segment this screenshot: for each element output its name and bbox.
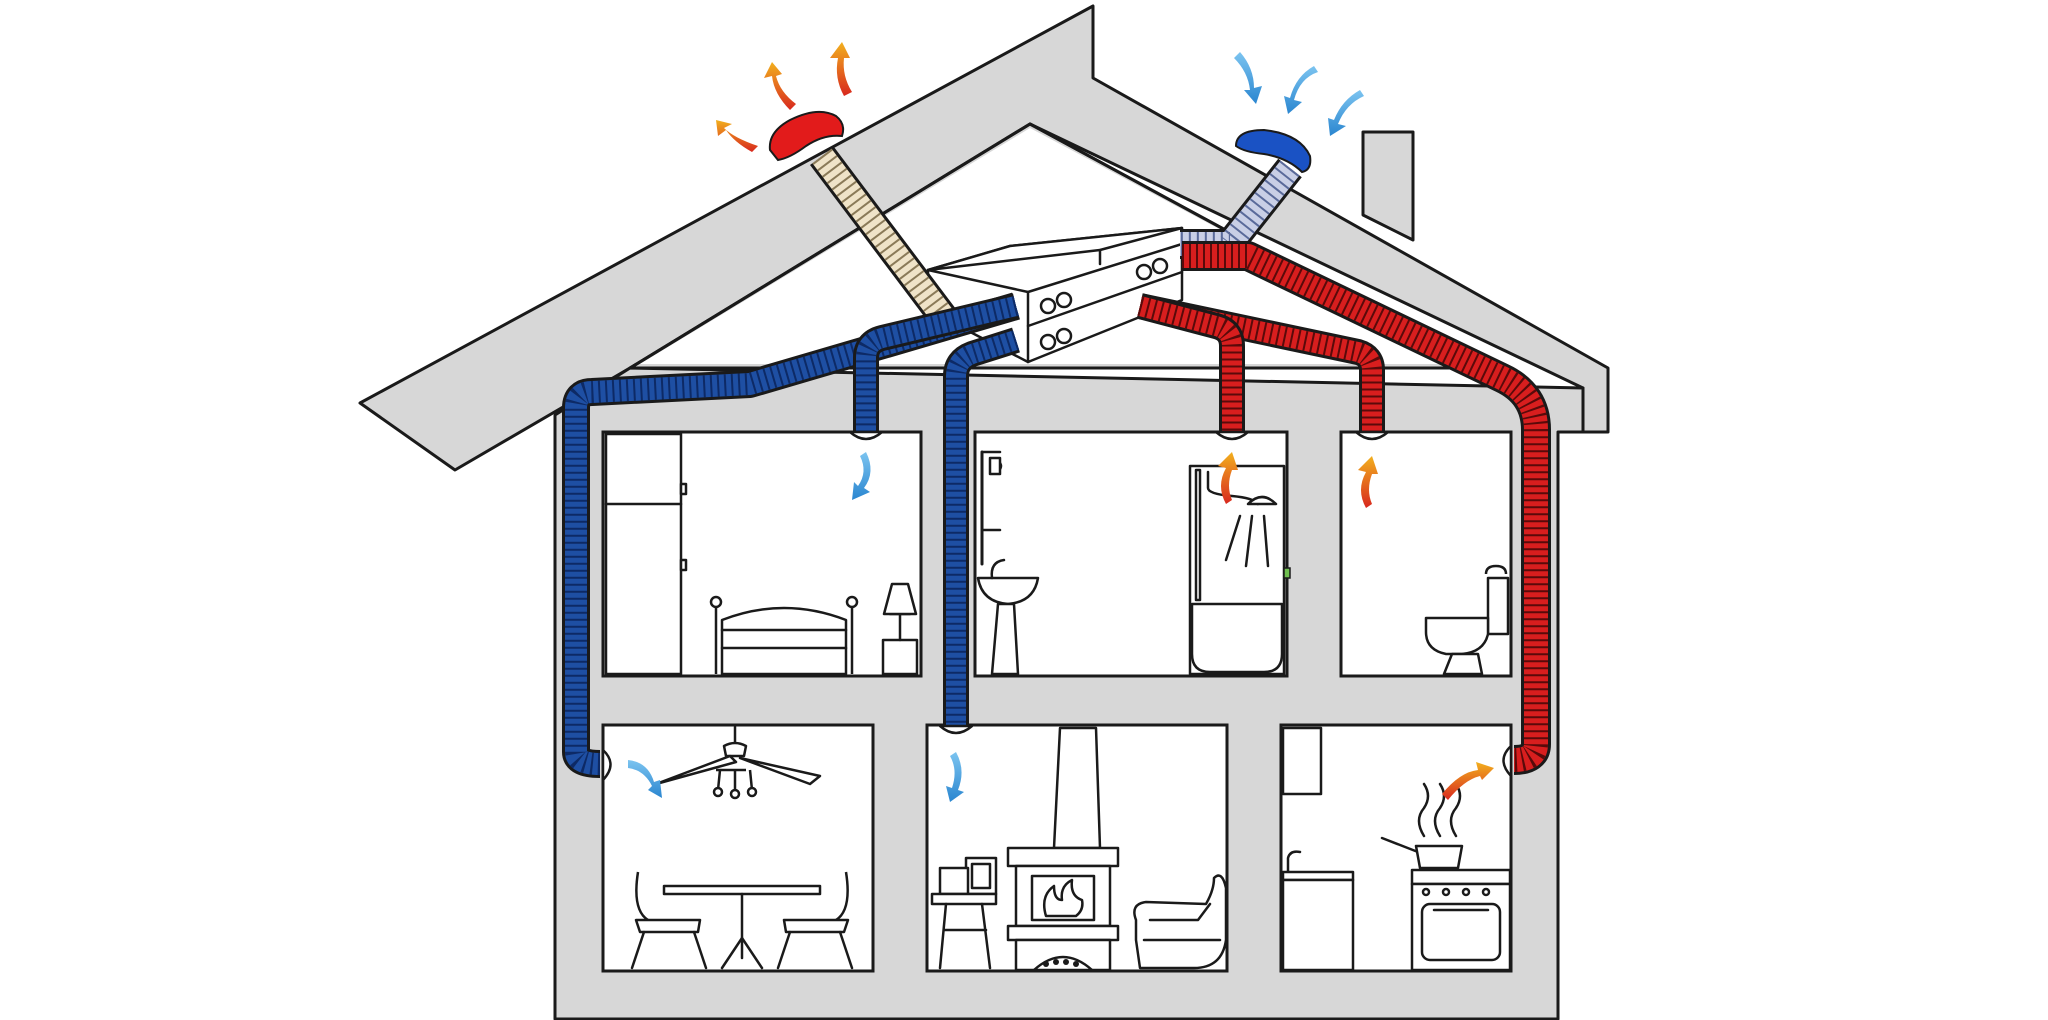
shower-bathtub [1188,464,1291,676]
room-extract-arrows [1218,452,1494,800]
toilet-bowl [1424,564,1510,676]
diffusers [601,430,1513,782]
wardrobe [604,432,683,676]
exhaust-duct [810,146,956,328]
room-supply-arrows [628,452,964,802]
room-bedroom [601,430,923,678]
chair-right [776,871,854,970]
fireplace [1006,726,1120,972]
chimney [1361,130,1415,242]
diffuser-toilet [1354,430,1390,441]
room-living-room [925,723,1229,973]
armchair [1133,874,1228,970]
diffuser-bathroom [1214,430,1250,441]
extract-ducts [1136,241,1551,775]
orange-curved-arrow-icon [830,42,852,96]
cooking-pot [1380,782,1464,870]
bed [709,595,859,676]
supply-ducts [562,292,1020,778]
blue-curved-arrow-icon [1234,52,1262,104]
diffuser-living [938,724,974,735]
blue-curved-arrow-icon [946,752,964,802]
orange-curved-arrow-icon [1218,452,1238,504]
diffuser-dining [601,748,612,782]
sink [976,558,1040,676]
diffuser-bedroom [848,430,884,441]
supply-duct-living [943,327,1020,726]
tv-on-stand [930,856,998,970]
exhaust-arrows [716,42,852,152]
extract-duct-kitchen [1182,241,1551,775]
blue-curved-arrow-icon [852,452,871,500]
orange-curved-arrow-icon [764,62,796,110]
stove-oven [1410,868,1512,972]
kitchen-sink-counter [1281,850,1355,972]
heat-recovery-unit [926,226,1184,364]
room-kitchen [1279,723,1513,973]
blue-curved-arrow-icon [628,760,662,798]
chair-left [630,871,708,970]
diffuser-kitchen [1502,744,1513,778]
orange-curved-arrow-icon [1358,456,1378,508]
blue-curved-arrow-icon [1284,66,1318,114]
supply-duct-dining [562,292,1020,778]
wall-cabinet [1281,726,1323,796]
orange-curved-arrow-icon [1442,762,1494,800]
blue-curved-arrow-icon [1328,90,1364,136]
room-bathroom [973,430,1291,678]
orange-curved-arrow-icon [716,120,758,152]
table-lamp [881,582,919,676]
exhaust-roof-cap [768,110,845,162]
towel-rail [980,450,1003,566]
ceiling-fan [654,725,822,800]
dining-table [662,884,822,970]
room-dining-room [601,723,875,973]
extract-duct-bathroom [1136,293,1245,432]
intake-arrows [1234,52,1364,136]
intake-roof-cap [1234,128,1312,174]
extract-duct-toilet [1137,293,1385,432]
supply-duct-bedroom [853,293,1020,432]
